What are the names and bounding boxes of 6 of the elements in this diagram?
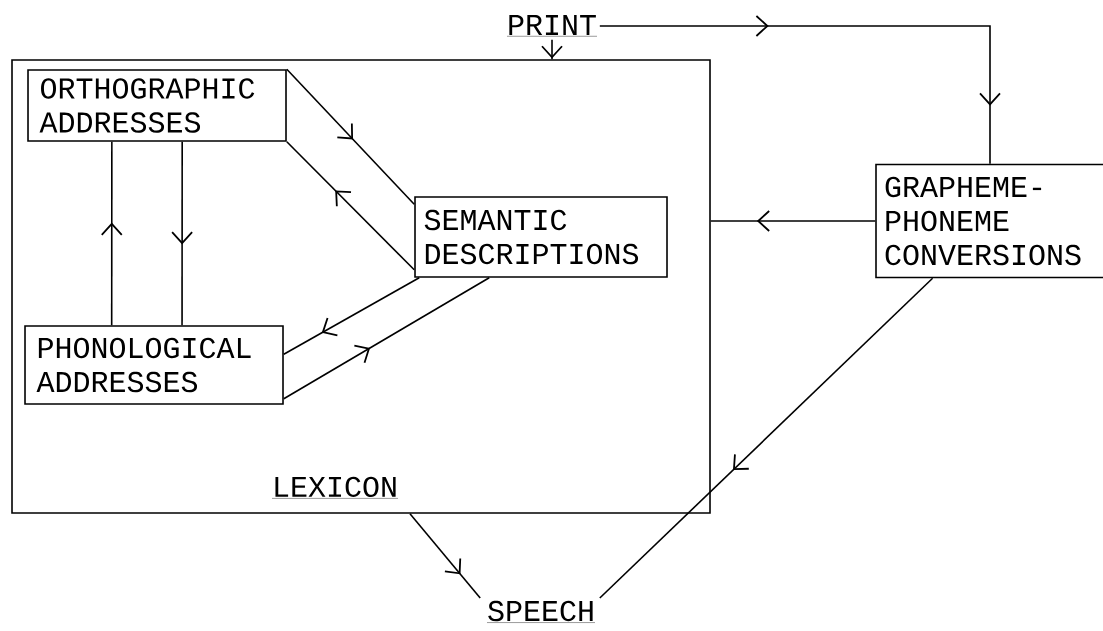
text-label: SPEECH — [486, 600, 596, 623]
process-box: SEMANTIC DESCRIPTIONS — [414, 196, 668, 278]
process-box: ORTHOGRAPHIC ADDRESSES — [27, 69, 287, 142]
process-box: GRAPHEME-PHONEME CONVERSIONS — [875, 163, 1103, 279]
process-box: PHONOLOGICAL ADDRESSES — [24, 325, 284, 405]
text-label: PRINT — [506, 15, 598, 37]
